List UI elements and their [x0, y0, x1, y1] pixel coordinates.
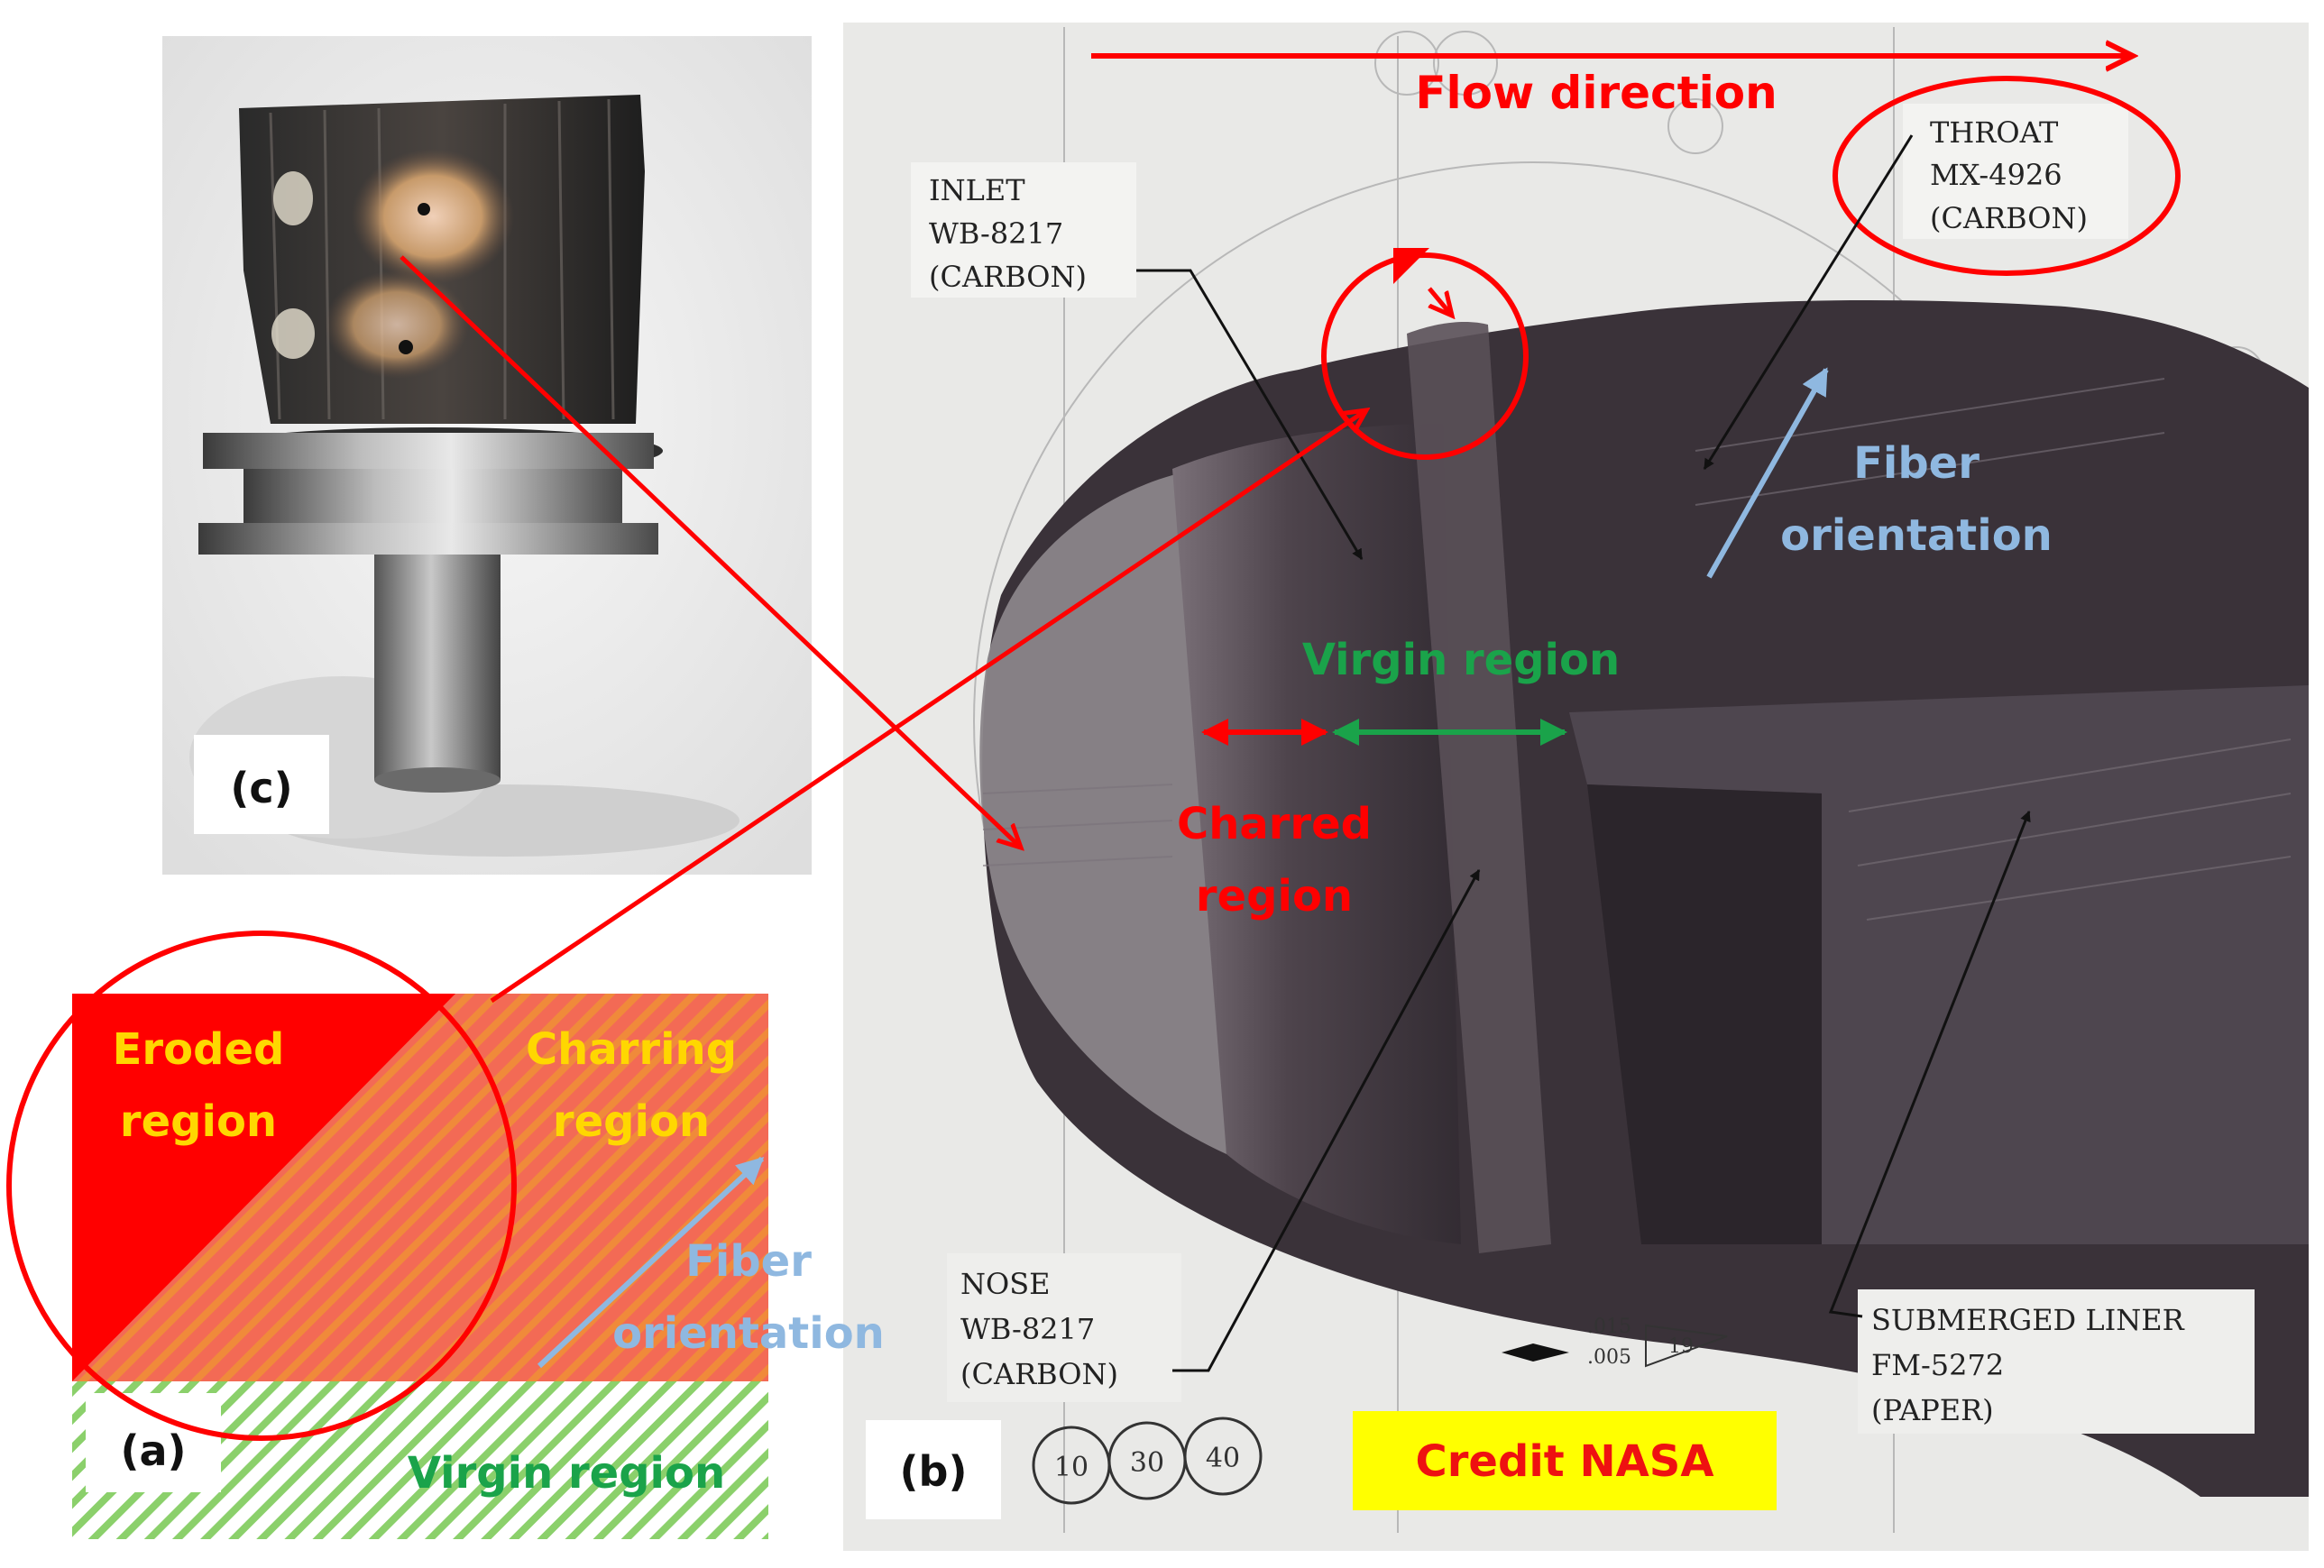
connector-arrow-a-to-b	[490, 410, 1366, 1004]
charring-label-line2: region	[553, 1096, 710, 1147]
inlet-tip-marker	[1393, 248, 1429, 284]
tolerance-upper: .015	[1587, 1316, 1631, 1338]
throat-label-line2: MX-4926	[1930, 158, 2062, 192]
inlet-label-line2: WB-8217	[929, 216, 1063, 251]
eroded-label-line1: Eroded	[113, 1024, 285, 1075]
charred-label-line1: Charred	[1177, 799, 1372, 849]
nose-label-line2: WB-8217	[960, 1312, 1095, 1346]
throat-leader-line	[1703, 134, 1914, 471]
inlet-label-line3: (CARBON)	[929, 260, 1087, 294]
throat-label-line3: (CARBON)	[1930, 201, 2088, 235]
liner-leader-line	[1828, 810, 2031, 1318]
circled-number-2: 30	[1130, 1447, 1164, 1479]
liner-label-line2: FM-5272	[1871, 1348, 2004, 1382]
flow-direction-label: Flow direction	[1415, 67, 1777, 119]
nose-label-line1: NOSE	[960, 1267, 1051, 1301]
eroded-highlight-circle	[6, 931, 517, 1441]
throat-highlight-ellipse	[1833, 76, 2181, 276]
erosion-arrow	[1428, 287, 1452, 316]
fiber-label-a-line2: orientation	[612, 1308, 885, 1359]
panel-b-section: 15 Flow direction INLET WB-8217 (CARBON)	[843, 23, 2309, 1551]
tolerance-flag: 19	[1668, 1335, 1694, 1358]
tolerance-mark	[1502, 1343, 1569, 1362]
nose-leader-line	[1172, 868, 1481, 1372]
virgin-region-label-a: Virgin region	[408, 1448, 725, 1499]
eroded-region-area	[72, 994, 455, 1381]
panel-a-schematic: (a) Eroded region Charring region Fiber …	[6, 931, 885, 1539]
eroded-label-line2: region	[120, 1096, 277, 1147]
credit-label: Credit NASA	[1416, 1436, 1714, 1487]
inlet-tip-highlight-circle	[1321, 252, 1529, 460]
nose-label-line3: (CARBON)	[960, 1357, 1118, 1391]
circled-numbers: 10 30 40	[1032, 1417, 1263, 1505]
circled-number-3: 40	[1206, 1443, 1240, 1474]
metal-flange	[203, 433, 654, 469]
fiber-orientation-arrow-a	[537, 1156, 765, 1369]
panel-label-b: (b)	[900, 1447, 968, 1496]
fiber-orientation-arrow-b	[1706, 367, 1829, 579]
fiber-label-a-line1: Fiber	[685, 1236, 812, 1287]
inlet-leader-line	[1136, 269, 1364, 561]
liner-label-line3: (PAPER)	[1871, 1393, 1994, 1427]
panel-c-photo: (c)	[162, 36, 812, 875]
tolerance-lower: .005	[1587, 1346, 1631, 1369]
liner-label-line1: SUBMERGED LINER	[1871, 1303, 2185, 1337]
fiber-label-b-line1: Fiber	[1853, 438, 1980, 489]
metal-shaft	[374, 555, 501, 780]
connector-arrow-c-to-b	[400, 255, 1021, 848]
panel-label-a: (a)	[120, 1426, 186, 1475]
inlet-label-line1: INLET	[929, 173, 1025, 207]
virgin-region-label-b: Virgin region	[1302, 635, 1620, 685]
charred-label-line2: region	[1196, 871, 1353, 922]
circled-number-1: 10	[1054, 1452, 1089, 1483]
throat-label-line1: THROAT	[1930, 115, 2059, 150]
credit-badge	[1353, 1411, 1777, 1510]
charring-label-line1: Charring	[526, 1024, 737, 1075]
panel-label-c: (c)	[230, 764, 292, 812]
fiber-label-b-line2: orientation	[1780, 510, 2053, 561]
